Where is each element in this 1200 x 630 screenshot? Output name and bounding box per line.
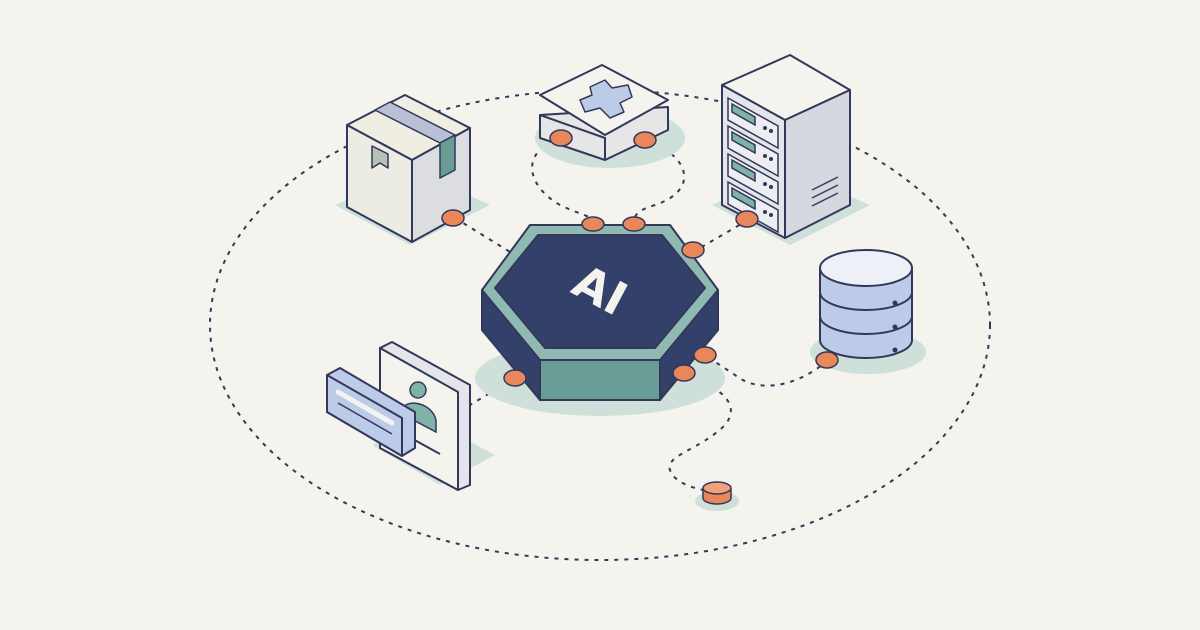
port-plugin-right (633, 131, 657, 149)
puzzle-plugin-icon (535, 64, 685, 168)
port-hub-top-left (581, 216, 605, 232)
port-server (735, 210, 759, 228)
chat-bubble-icon (326, 367, 416, 457)
server-rack-icon (712, 54, 870, 245)
connector-ports (441, 129, 839, 387)
orbit-ring (209, 89, 991, 561)
user-profile-card-icon (326, 341, 495, 491)
hub-top-face (494, 234, 706, 349)
connector-profile (469, 377, 516, 406)
port-database (815, 351, 839, 369)
connector-package (454, 217, 516, 256)
port-hub-lower-right (693, 346, 717, 364)
port-hub-left (503, 369, 527, 387)
port-package (441, 209, 465, 227)
port-hub-right (681, 241, 705, 259)
ai-hexagon-chip-icon: AI (475, 224, 725, 416)
coin-token-icon (695, 481, 739, 511)
port-hub-bottom-right (672, 364, 696, 382)
connector-plugin (531, 137, 593, 223)
port-hub-top-right (622, 216, 646, 232)
connector-coin (668, 371, 732, 493)
package-box-icon (335, 94, 490, 245)
database-cylinder-icon (810, 249, 926, 374)
port-plugin-left (549, 129, 573, 147)
